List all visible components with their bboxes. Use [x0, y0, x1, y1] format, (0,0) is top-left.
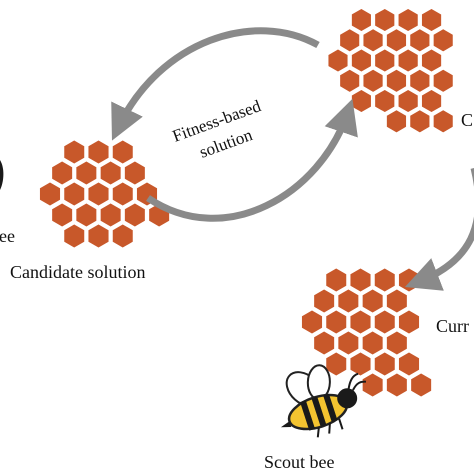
honeycomb-cell — [372, 349, 398, 379]
honeycomb-cell — [61, 137, 87, 167]
honeycomb-top-right — [325, 6, 456, 136]
honeycomb-cell — [407, 107, 432, 136]
honeycomb-cell — [408, 370, 434, 400]
arrow-right-down — [404, 168, 474, 291]
candidate-solution-label: Candidate solution — [10, 262, 145, 282]
honeycomb-cell — [419, 6, 444, 34]
honeycomb-cell — [299, 307, 325, 337]
cut-label-right-top: C — [461, 110, 473, 130]
arrow-left-to-top — [146, 98, 358, 222]
cut-label-right-mid: Curr — [436, 316, 469, 336]
honeycomb-cell — [349, 6, 374, 34]
honeycomb-cell — [384, 370, 410, 400]
honeycomb-cell — [372, 46, 397, 75]
honeycomb-cell — [110, 179, 136, 209]
honeycomb-cell — [347, 307, 374, 337]
honeycomb-cell — [372, 87, 397, 115]
honeycomb-cell — [407, 26, 432, 55]
honeycomb-cell — [337, 26, 362, 55]
honeycomb-cell — [384, 66, 409, 95]
bee-fragment-icon — [0, 160, 4, 190]
honeycomb-cell — [431, 66, 456, 95]
honeycomb-cell — [396, 87, 421, 115]
honeycomb-cell — [85, 221, 112, 251]
honeycomb-cell — [349, 87, 374, 115]
honeycomb-cell — [360, 26, 386, 55]
honeycomb-cell — [61, 179, 87, 209]
honeycomb-cell — [407, 66, 432, 95]
honeycomb-cell — [323, 307, 349, 337]
honeycomb-bottom-right — [299, 265, 434, 400]
arrow-top-to-left — [111, 27, 320, 141]
honeycomb-cell — [73, 158, 99, 188]
honeycomb-cell — [311, 328, 337, 358]
honeycomb-cell — [384, 107, 409, 136]
honeycomb-cell — [122, 158, 148, 188]
honeycomb-cell — [360, 328, 386, 358]
honeycomb-cell — [49, 158, 75, 188]
honeycomb-cell — [396, 349, 422, 379]
honeycomb-cell — [372, 307, 398, 337]
honeycomb-cell — [347, 349, 374, 379]
honeycomb-cell — [49, 200, 75, 230]
honeycomb-candidate — [37, 137, 172, 251]
honeycomb-cell — [110, 221, 136, 251]
honeycomb-cell — [335, 286, 361, 316]
honeycomb-cell — [419, 46, 444, 75]
honeycomb-cell — [37, 179, 63, 209]
cut-label-left: ee — [0, 226, 15, 246]
honeycomb-cell — [98, 158, 124, 188]
honeycomb-cell — [396, 46, 421, 75]
honeycomb-cell — [360, 66, 386, 95]
honeycomb-cell — [372, 6, 397, 34]
honeycomb-cell — [73, 200, 99, 230]
honeycomb-cell — [360, 370, 386, 400]
honeycomb-cell — [384, 26, 409, 55]
honeycomb-cell — [372, 265, 398, 295]
honeycomb-cell — [61, 221, 87, 251]
honeycomb-cell — [122, 200, 148, 230]
honeycomb-cell — [311, 286, 337, 316]
honeycomb-cell — [85, 179, 112, 209]
honeycomb-cell — [384, 286, 410, 316]
scout-bee-label: Scout bee — [264, 452, 334, 472]
honeycomb-cell — [323, 265, 349, 295]
honeycomb-cell — [347, 265, 374, 295]
honeycomb-cell — [98, 200, 124, 230]
honeycomb-cell — [360, 286, 386, 316]
honeycomb-cell — [335, 328, 361, 358]
honeycomb-cell — [396, 6, 421, 34]
honeycomb-cell — [419, 87, 444, 115]
honeycomb-cell — [431, 26, 456, 55]
honeycomb-cell — [85, 137, 112, 167]
honeycomb-cell — [325, 46, 351, 75]
honeycomb-cell — [431, 107, 456, 136]
honeycomb-cell — [337, 66, 362, 95]
honeycomb-cell — [349, 46, 374, 75]
scout-bee-icon — [280, 364, 367, 438]
honeycomb-cell — [396, 307, 422, 337]
honeycomb-cell — [384, 328, 410, 358]
